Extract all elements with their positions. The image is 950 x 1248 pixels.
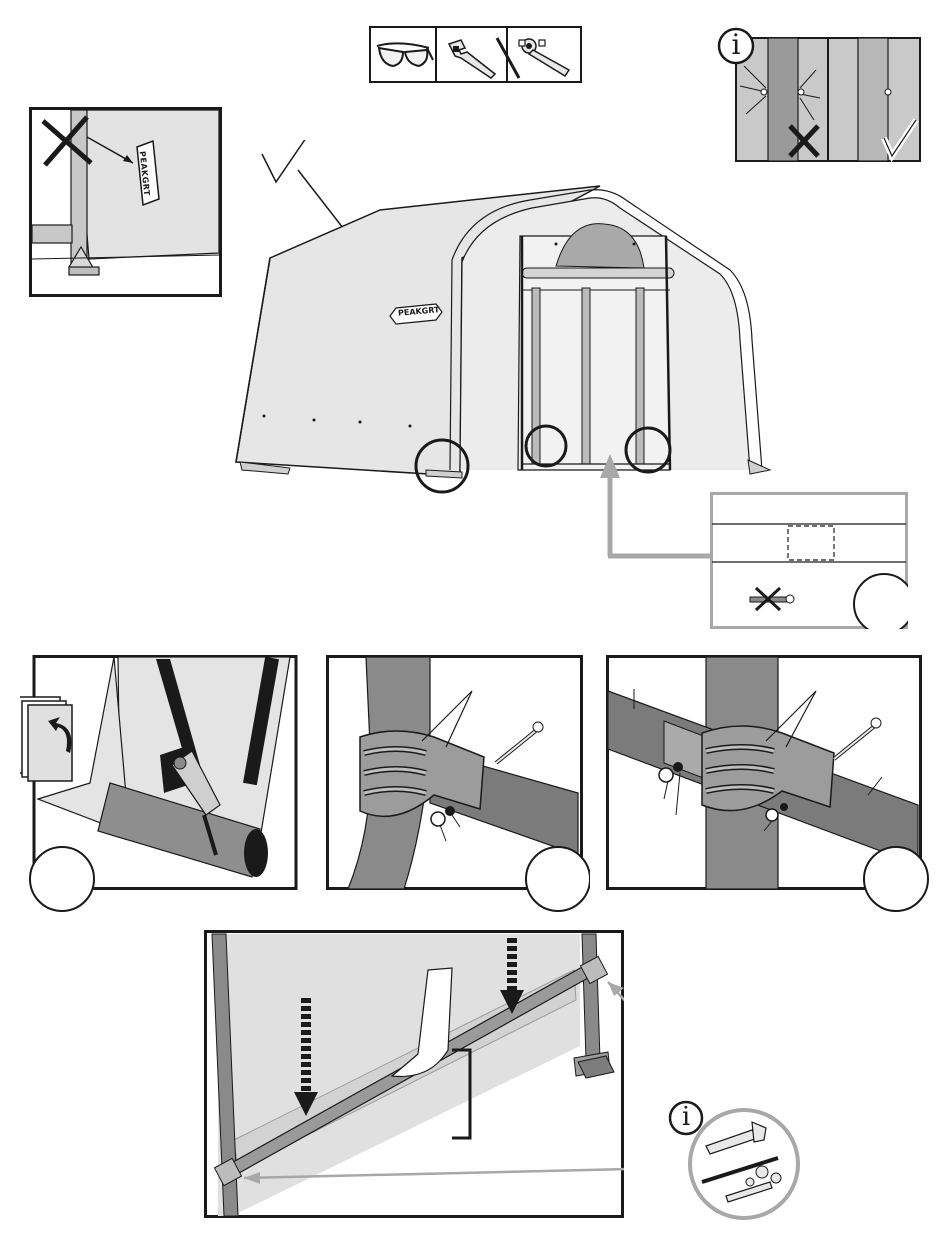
info-icon-glyph: i [727, 28, 745, 62]
detail-pointer-arrow [596, 448, 716, 560]
instruction-manual-icon [20, 697, 72, 781]
step-panel-anchor-strap [20, 655, 300, 912]
step-panel-tee-connector [326, 655, 590, 913]
correct-mark-icon [262, 140, 306, 182]
bottom-step-panel [204, 930, 624, 1218]
step-panel-cross-connector [606, 655, 936, 913]
info-icon-glyph: i [677, 1100, 695, 1134]
logo-callout-panel: PEAKGRT [29, 107, 222, 297]
tools-panel [369, 26, 582, 83]
bottom-info-callout: i [666, 1100, 806, 1220]
shed-main-illustration: PEAKGRT [230, 140, 790, 500]
ground-bar-detail [710, 492, 908, 629]
